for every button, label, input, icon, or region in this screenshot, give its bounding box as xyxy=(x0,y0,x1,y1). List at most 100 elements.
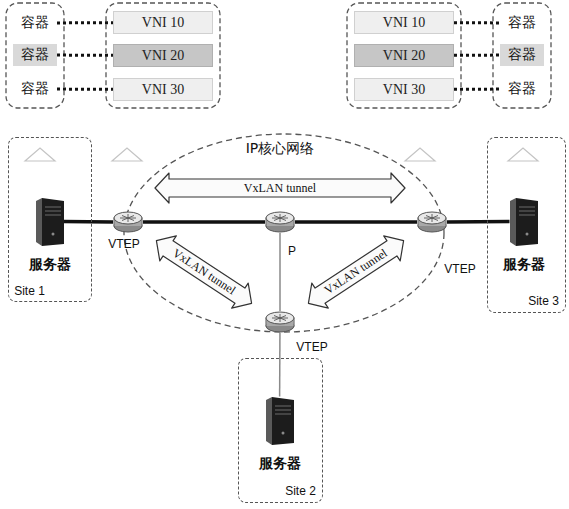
router-top xyxy=(418,212,446,224)
server-node: 服务器 xyxy=(36,198,64,246)
server-side xyxy=(266,397,272,445)
server-side xyxy=(510,198,516,246)
server-led xyxy=(525,232,528,235)
router-node: P xyxy=(265,211,295,233)
label-box: 容器 xyxy=(500,12,544,34)
server-shape xyxy=(36,198,64,246)
dotted-link xyxy=(454,54,500,57)
node-text: VTEP xyxy=(108,237,139,251)
edge-label: VxLAN tunnel xyxy=(169,246,238,298)
node-text: VNI 20 xyxy=(383,48,425,64)
router-arrows xyxy=(272,214,288,222)
label-box: VNI 20 xyxy=(113,44,213,67)
label-box: VNI 20 xyxy=(354,44,454,67)
node-text: 容器 xyxy=(21,46,49,64)
server-shape xyxy=(510,198,538,246)
server-front xyxy=(272,397,294,445)
core-network-ellipse: IP核心网络VTEPPVTEPVTEP xyxy=(123,133,445,333)
thin-link xyxy=(279,233,281,311)
thick-link xyxy=(447,220,510,224)
triangle xyxy=(508,148,538,161)
router-arrows xyxy=(272,314,288,322)
site-box: Site 2 服务器 xyxy=(238,358,323,503)
label-box: VNI 10 xyxy=(113,11,213,34)
thin-link xyxy=(279,333,281,397)
label-box: 容器 xyxy=(13,78,57,100)
ellipse-shape xyxy=(123,133,445,333)
server-node: 服务器 xyxy=(510,198,538,246)
server-bays xyxy=(45,207,61,215)
label-box: 容器 xyxy=(500,78,544,100)
router-node: VTEP xyxy=(113,211,143,233)
node-text: Site 2 xyxy=(285,484,316,498)
router-top xyxy=(266,312,294,324)
dotted-link xyxy=(454,88,500,91)
router-shape xyxy=(113,211,143,233)
triangle xyxy=(405,148,435,161)
label-box: VNI 10 xyxy=(354,11,454,34)
node-text: 服务器 xyxy=(503,256,545,274)
server-front xyxy=(516,198,538,246)
node-text: P xyxy=(288,244,296,258)
triangle xyxy=(25,148,55,161)
router-node: VTEP xyxy=(265,311,295,333)
label-box: 容器 xyxy=(13,44,57,66)
label-box: 容器 xyxy=(13,12,57,34)
dotted-link xyxy=(57,88,113,91)
label-box: VNI 30 xyxy=(354,78,454,101)
node-text: VTEP xyxy=(296,340,327,354)
router-shape xyxy=(265,211,295,233)
label-box: VNI 30 xyxy=(113,78,213,101)
node-text: 容器 xyxy=(21,14,49,32)
ellipse-outline xyxy=(124,134,444,332)
router-shape xyxy=(417,211,447,233)
vni-group xyxy=(347,3,461,108)
vni-group xyxy=(106,3,220,108)
server-node: 服务器 xyxy=(266,397,294,445)
node-text: VTEP xyxy=(444,262,475,276)
router-top xyxy=(266,212,294,224)
dotted-link xyxy=(454,21,500,24)
thick-link xyxy=(295,220,417,224)
edge-label: VxLAN tunnel xyxy=(321,246,390,298)
node-text: 容器 xyxy=(508,14,536,32)
router-arrows xyxy=(120,214,136,222)
router-top xyxy=(114,212,142,224)
tunnel-arrow xyxy=(156,236,251,308)
server-led xyxy=(51,232,54,235)
server-front xyxy=(42,198,64,246)
node-text: 服务器 xyxy=(259,455,301,473)
node-text: 容器 xyxy=(508,46,536,64)
site-box: Site 1 服务器 xyxy=(8,137,92,302)
container-group xyxy=(493,3,551,108)
server-bays xyxy=(275,406,291,414)
router-shape xyxy=(265,311,295,333)
server-bays xyxy=(519,207,535,215)
node-text: VNI 10 xyxy=(142,15,184,31)
node-text: VNI 30 xyxy=(142,82,184,98)
dotted-link xyxy=(57,54,113,57)
server-led xyxy=(281,431,284,434)
tunnel-arrow xyxy=(155,173,405,203)
triangle xyxy=(112,148,142,161)
dotted-link xyxy=(57,21,113,24)
server-side xyxy=(36,198,42,246)
node-text: Site 1 xyxy=(14,284,45,298)
node-text: 容器 xyxy=(508,80,536,98)
edge-label: VxLAN tunnel xyxy=(243,182,317,195)
tunnel-arrow xyxy=(308,236,403,308)
router-arrows xyxy=(424,214,440,222)
router-node: VTEP xyxy=(417,211,447,233)
node-text: VNI 10 xyxy=(383,15,425,31)
label-box: 容器 xyxy=(500,44,544,66)
node-text: VNI 30 xyxy=(383,82,425,98)
server-shape xyxy=(266,397,294,445)
container-group xyxy=(6,3,64,108)
thick-link xyxy=(64,220,114,224)
node-text: VNI 20 xyxy=(142,48,184,64)
site-box: Site 3服务器 xyxy=(487,137,566,313)
node-text: 服务器 xyxy=(29,256,71,274)
thick-link xyxy=(143,220,265,224)
node-text: 容器 xyxy=(21,80,49,98)
